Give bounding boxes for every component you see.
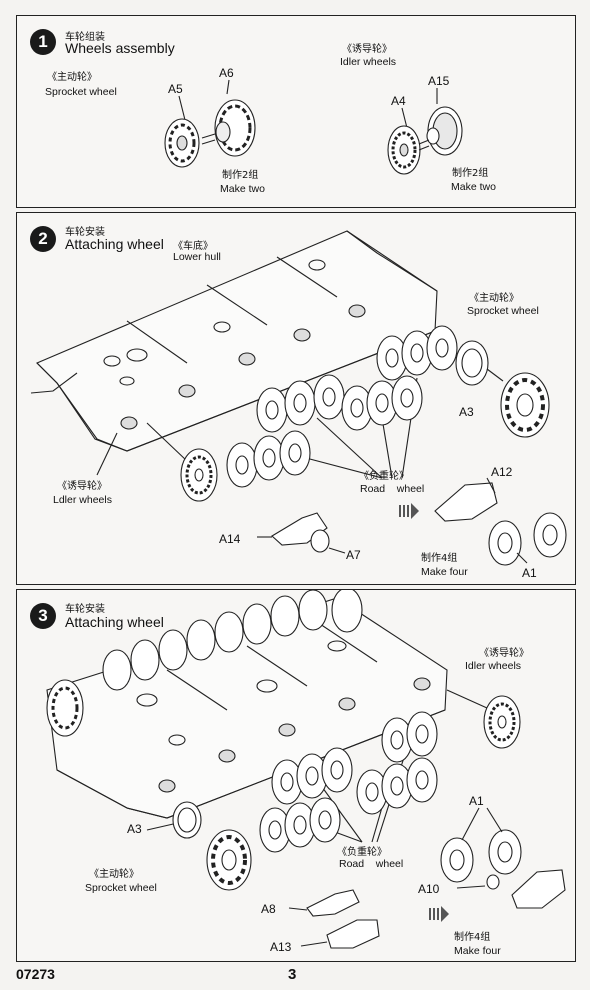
road-wheel-label-cn: 《负重轮》 — [359, 471, 409, 482]
step-number-badge: 3 — [30, 603, 56, 629]
road-wheel-label: Road wheel — [339, 858, 404, 870]
suspension-arm-icon — [434, 482, 498, 522]
part-label-a7: A7 — [346, 548, 361, 562]
lower-hull-label-cn: 《车底》 — [173, 241, 213, 252]
sprocket-hub-icon — [214, 99, 256, 157]
sprocket-wheel-icon — [206, 829, 252, 891]
step-1-panel: 1 车轮组装 Wheels assembly 《主动轮》 Sprocket wh… — [16, 15, 576, 208]
sprocket-wheel-icon — [500, 372, 550, 438]
step-title: Wheels assembly — [65, 40, 175, 56]
sprocket-label-cn: 《主动轮》 — [47, 72, 97, 83]
step-number-badge: 2 — [30, 226, 56, 252]
road-wheel-icon — [102, 590, 363, 691]
part-label-a3: A3 — [459, 405, 474, 419]
part-label-a1: A1 — [522, 566, 537, 580]
step-title-cn: 车轮组装 — [65, 32, 105, 43]
part-label-a4: A4 — [391, 94, 406, 108]
part-label-a13: A13 — [270, 940, 292, 954]
make-two-label: Make two — [451, 181, 496, 193]
idler-wheel-icon — [180, 448, 218, 502]
sprocket-wheel-icon — [164, 118, 200, 168]
sprocket-wheel-icon — [46, 679, 84, 737]
road-wheel-icon — [488, 512, 567, 566]
product-code: 07273 — [16, 966, 55, 982]
idler-label-cn: 《诱导轮》 — [342, 44, 392, 55]
idler-label-cn: 《诱导轮》 — [479, 648, 529, 659]
idler-label-cn: 《诱导轮》 — [57, 481, 107, 492]
part-label-a10: A10 — [418, 882, 440, 896]
part-label-a15: A15 — [428, 74, 450, 88]
idler-hub-icon — [426, 106, 463, 156]
sprocket-label: Sprocket wheel — [85, 882, 157, 894]
make-four-label: Make four — [421, 566, 468, 578]
suspension-arm-icon — [511, 869, 566, 909]
step-number-badge: 1 — [30, 29, 56, 55]
step-2-panel: 2 车轮安装 Attaching wheel 《车底》 Lower hull 《… — [16, 212, 576, 585]
step-title-cn: 车轮安装 — [65, 227, 105, 238]
make-two-label-cn: 制作2组 — [222, 170, 259, 181]
make-four-label-cn: 制作4组 — [421, 553, 458, 564]
road-wheel-label-cn: 《负重轮》 — [337, 847, 387, 858]
road-wheel-icon — [259, 711, 438, 853]
part-label-a1: A1 — [469, 794, 484, 808]
road-wheel-icon — [226, 325, 458, 488]
sprocket-label-cn: 《主动轮》 — [89, 869, 139, 880]
road-wheel-icon — [440, 829, 522, 883]
part-label-a5: A5 — [168, 82, 183, 96]
lower-hull-drawing — [30, 230, 567, 566]
make-two-label: Make two — [220, 183, 265, 195]
suspension-arm-icon — [257, 512, 346, 554]
make-four-label-cn: 制作4组 — [454, 932, 491, 943]
direction-arrow-icon — [399, 503, 419, 519]
part-label-a8: A8 — [261, 902, 276, 916]
idler-wheel-icon — [483, 695, 521, 749]
direction-arrow-icon — [429, 906, 449, 922]
lower-hull-installed-drawing — [46, 590, 566, 949]
road-wheel-label: Road wheel — [360, 483, 425, 495]
suspension-arm-icon — [288, 889, 380, 949]
idler-wheel-icon — [387, 125, 421, 175]
idler-label: Idler wheels — [465, 660, 522, 672]
make-four-label: Make four — [454, 945, 501, 957]
idler-label: Idler wheels — [340, 56, 397, 68]
step-title: Attaching wheel — [65, 236, 164, 252]
wheels-assembly-drawing — [164, 79, 463, 175]
sprocket-label: Sprocket wheel — [45, 86, 117, 98]
part-label-a3: A3 — [127, 822, 142, 836]
page-number: 3 — [288, 966, 297, 983]
part-label-a14: A14 — [219, 532, 241, 546]
idler-label: Ldler wheels — [53, 494, 112, 506]
make-two-label-cn: 制作2组 — [452, 168, 489, 179]
part-label-a6: A6 — [219, 66, 234, 80]
step-title: Attaching wheel — [65, 614, 164, 630]
step-title-cn: 车轮安装 — [65, 604, 105, 615]
part-label-a12: A12 — [491, 465, 513, 479]
lower-hull-label: Lower hull — [173, 251, 221, 263]
sprocket-label-cn: 《主动轮》 — [469, 293, 519, 304]
step-3-panel: 3 车轮安装 Attaching wheel 《诱导轮》 Idler wheel… — [16, 589, 576, 962]
sprocket-label: Sprocket wheel — [467, 305, 539, 317]
